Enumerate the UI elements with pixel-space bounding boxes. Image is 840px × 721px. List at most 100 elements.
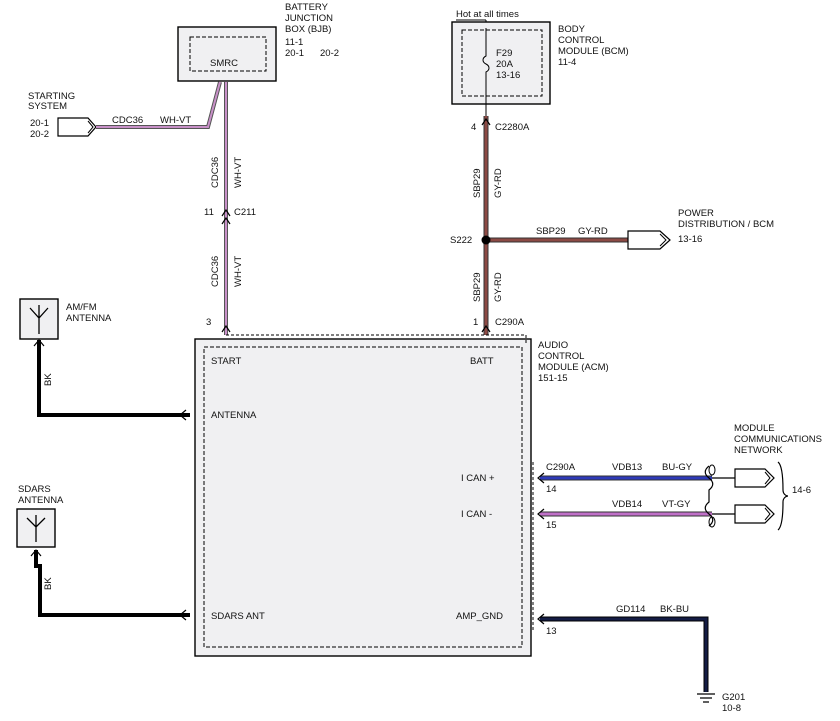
can-minus-circuit: VDB14 xyxy=(612,499,642,510)
acm-pin-batt: BATT xyxy=(470,356,494,367)
ground-circuit-name: GD114 xyxy=(616,604,645,615)
power-distribution-ref: 13-16 xyxy=(678,234,702,245)
power-distribution-connector: POWER DISTRIBUTION / BCM 13-16 xyxy=(627,208,774,250)
amfm-antenna: AM/FM ANTENNA BK xyxy=(19,298,190,421)
batt-wire-color-upper: GY-RD xyxy=(493,168,504,198)
power-distribution-connector-icon xyxy=(627,230,671,250)
batt-wire-connector-acm: C290A xyxy=(495,317,525,328)
bcm-name-line2: CONTROL xyxy=(558,35,604,46)
splice-label: S222 xyxy=(450,235,472,246)
ground-wire-color: BK-BU xyxy=(660,604,689,615)
batt-wire-labels: 4 C2280A SBP29 GY-RD S222 SBP29 GY-RD SB… xyxy=(450,117,608,333)
starting-system-ref-2: 20-2 xyxy=(30,129,49,140)
ground-ref: 10-8 xyxy=(722,703,741,714)
power-distribution-name-line1: POWER xyxy=(678,208,714,219)
batt-wire-color-lower: GY-RD xyxy=(493,272,504,302)
amfm-antenna-wire-color: BK xyxy=(43,373,54,386)
start-wire-connector-c211: C211 xyxy=(234,207,256,218)
bcm-fuse-amps: 20A xyxy=(496,59,514,70)
batt-wire-color-branch: GY-RD xyxy=(578,226,608,237)
can-network-wires xyxy=(537,461,789,531)
batt-wire-pin-bcm: 4 xyxy=(471,122,476,133)
starting-system-name-line1: STARTING xyxy=(28,91,75,102)
wire-sdars-antenna xyxy=(34,550,190,617)
wire-cdc36-starting xyxy=(96,81,222,129)
acm-pin-sdars-ant: SDARS ANT xyxy=(211,611,265,622)
start-wire-color-lower: WH-VT xyxy=(233,256,244,287)
acm-pin-antenna: ANTENNA xyxy=(211,410,257,421)
bcm-name-line3: MODULE (BCM) xyxy=(558,46,629,57)
acm-name-line3: MODULE (ACM) xyxy=(538,362,609,373)
ground-name: G201 xyxy=(722,692,745,703)
amfm-antenna-name-line1: AM/FM xyxy=(66,302,97,313)
sdars-antenna: SDARS ANTENNA BK xyxy=(16,484,190,621)
amfm-antenna-icon xyxy=(29,305,49,334)
can-plus-color: BU-GY xyxy=(662,462,693,473)
start-wire-pin-acm: 3 xyxy=(206,317,211,328)
batt-wire-circuit-branch: SBP29 xyxy=(536,226,566,237)
bjb-name-line1: BATTERY xyxy=(285,2,329,13)
power-distribution-name-line2: DISTRIBUTION / BCM xyxy=(678,219,774,230)
starting-system: STARTING SYSTEM 20-1 20-2 CDC36 WH-VT xyxy=(28,91,191,140)
network-brace xyxy=(777,461,789,531)
hot-at-all-times-label: Hot at all times xyxy=(456,9,519,20)
acm-pin-ican-minus: I CAN - xyxy=(461,509,492,520)
can-minus-color: VT-GY xyxy=(662,499,691,510)
c211-connector-icon xyxy=(221,208,231,225)
sdars-antenna-name-line1: SDARS xyxy=(18,484,51,495)
acm-ref: 151-15 xyxy=(538,373,568,384)
can-plus-connector-icon xyxy=(734,468,775,488)
bcm-name-line1: BODY xyxy=(558,24,586,35)
fuse-f29-icon xyxy=(482,28,490,116)
sdars-antenna-icon xyxy=(26,515,46,542)
bcm-fuse-ref: 13-16 xyxy=(496,70,520,81)
batt-wire-circuit-upper: SBP29 xyxy=(472,168,483,198)
acm-name-line2: CONTROL xyxy=(538,351,584,362)
can-minus-pin: 15 xyxy=(546,520,557,531)
acm-name-line1: AUDIO xyxy=(538,340,568,351)
batt-wire-circuit-lower: SBP29 xyxy=(472,272,483,302)
bcm-c2280a-connector-icon xyxy=(481,117,491,126)
starting-system-name-line2: SYSTEM xyxy=(28,101,67,112)
ground-symbol-icon xyxy=(697,693,715,703)
acm-batt-pin-icon xyxy=(481,324,491,333)
acm-pin-amp-gnd: AMP_GND xyxy=(456,611,503,622)
can-network-labels: C290A 14 VDB13 BU-GY 15 VDB14 VT-GY MODU… xyxy=(546,423,822,531)
batt-wire-pin-acm: 1 xyxy=(473,317,478,328)
acm-pin-start: START xyxy=(211,356,241,367)
ground-pin: 13 xyxy=(546,626,557,637)
can-minus-connector-icon xyxy=(734,504,775,524)
bcm-ref: 11-4 xyxy=(558,57,576,68)
ground-circuit: 13 GD114 BK-BU G201 10-8 xyxy=(537,604,745,714)
start-wire-pin-c211: 11 xyxy=(204,207,214,218)
can-plus-pin: 14 xyxy=(546,484,557,495)
audio-control-module: START BATT ANTENNA SDARS ANT I CAN + I C… xyxy=(194,338,609,657)
bjb-fuse-label: SMRC xyxy=(210,58,238,69)
acm-pin-ican-plus: I CAN + xyxy=(461,473,495,484)
sdars-antenna-name-line2: ANTENNA xyxy=(18,495,64,506)
wire-amfm-antenna xyxy=(37,340,190,417)
network-ref: 14-6 xyxy=(792,485,811,496)
starting-system-ref-1: 20-1 xyxy=(30,118,49,129)
bjb-ref-1: 11-1 xyxy=(285,37,303,48)
start-wire-circuit-upper: CDC36 xyxy=(210,157,221,188)
bjb-ref-2b: 20-2 xyxy=(320,48,339,59)
acm-start-pin-icon xyxy=(221,324,231,333)
network-name-line3: NETWORK xyxy=(734,445,783,456)
start-wire-labels: CDC36 WH-VT 11 C211 CDC36 WH-VT 3 xyxy=(204,157,256,333)
starting-system-wire-color: WH-VT xyxy=(160,115,191,126)
can-plus-circuit: VDB13 xyxy=(612,462,642,473)
bjb-ref-2a: 20-1 xyxy=(285,48,304,59)
body-control-module: Hot at all times F29 20A 13-16 BODY CONT… xyxy=(451,9,629,116)
bjb-name-line3: BOX (BJB) xyxy=(285,24,331,35)
network-name-line2: COMMUNICATIONS xyxy=(734,434,822,445)
network-connector: C290A xyxy=(546,462,576,473)
sdars-antenna-wire-color: BK xyxy=(43,577,54,590)
bjb-name-line2: JUNCTION xyxy=(285,13,333,24)
amfm-antenna-name-line2: ANTENNA xyxy=(66,313,112,324)
network-name-line1: MODULE xyxy=(734,423,775,434)
starting-system-circuit: CDC36 xyxy=(112,115,143,126)
wire-sbp29-batt xyxy=(481,116,628,335)
batt-wire-connector-bcm: C2280A xyxy=(495,122,530,133)
